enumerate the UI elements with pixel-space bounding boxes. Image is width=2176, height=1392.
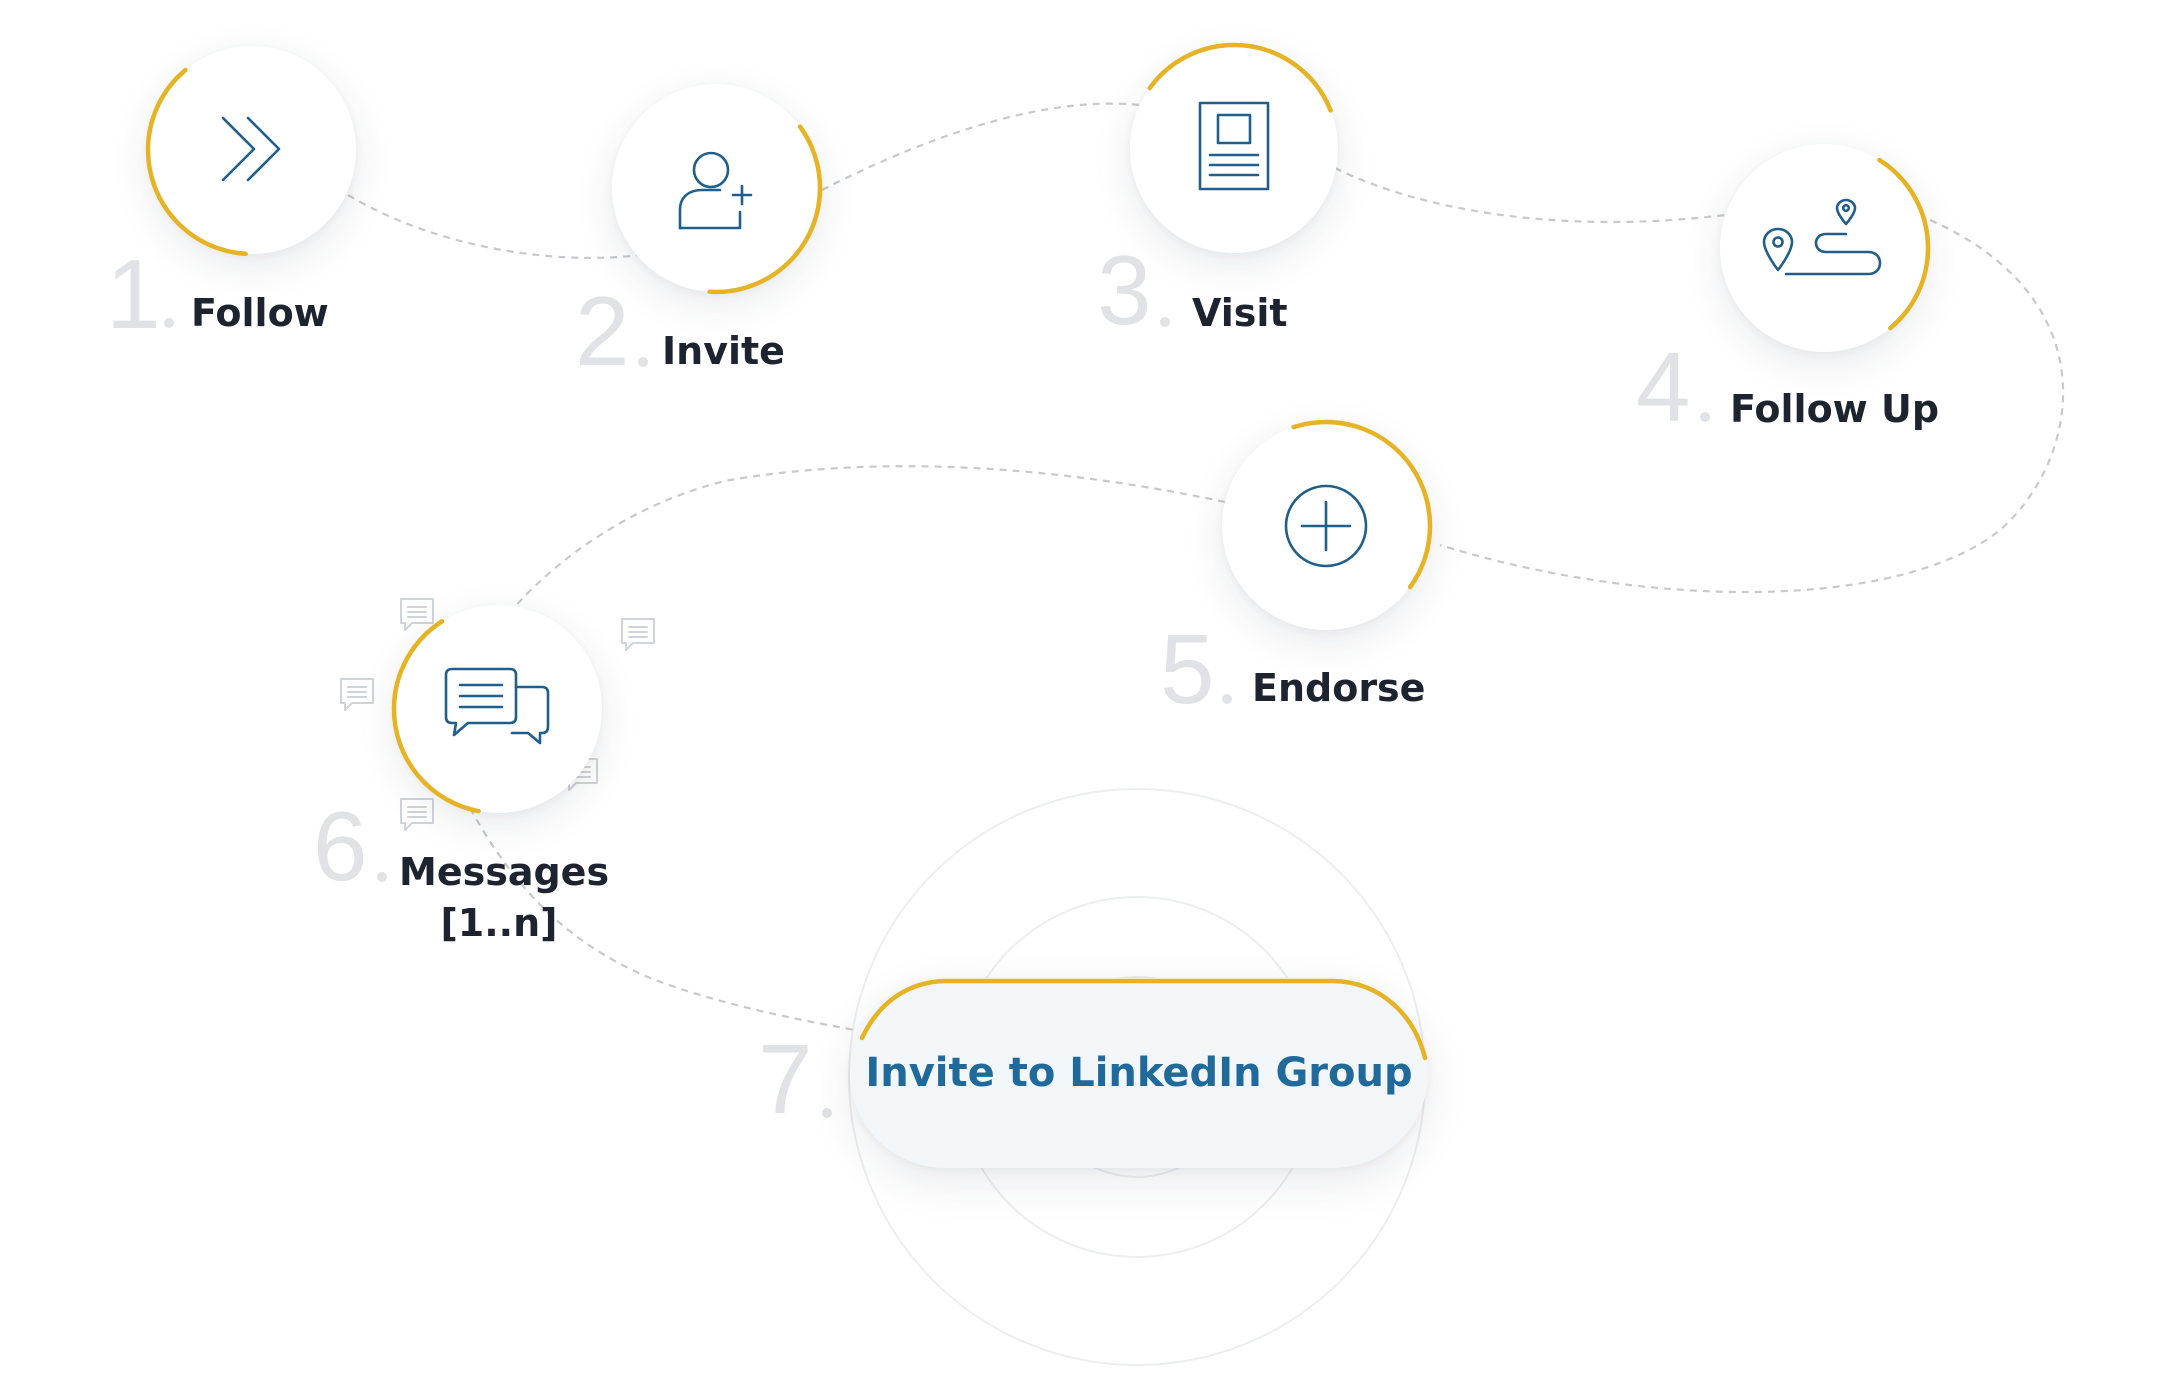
step-label: Follow Up <box>1730 387 1940 431</box>
step-number: 7 <box>758 1024 813 1134</box>
route-pins-icon <box>1762 198 1882 276</box>
plus-circle-icon <box>1284 484 1368 568</box>
step-number: 6 <box>313 791 368 901</box>
step-label: Visit <box>1192 291 1288 335</box>
step-label: Invite <box>662 329 785 373</box>
step-6-messages-node[interactable] <box>391 602 605 816</box>
connector-6-7 <box>469 807 856 1032</box>
step-number: 3 <box>1097 235 1152 345</box>
step-label: Messages [1..n] <box>399 847 610 950</box>
step-number-dot <box>1160 317 1170 327</box>
chat-bubble-decoration-icon <box>400 598 434 631</box>
step-number-dot <box>1700 412 1710 422</box>
step-2-invite-node[interactable] <box>609 81 823 295</box>
step-3-visit-node[interactable] <box>1127 42 1341 256</box>
step-label: Invite to LinkedIn Group <box>865 1050 1413 1096</box>
step-number: 5 <box>1160 614 1215 724</box>
step-label-line: [1..n] <box>440 901 558 946</box>
step-number-dot <box>638 357 648 367</box>
step-5-endorse-node[interactable] <box>1219 419 1433 633</box>
step-label: Endorse <box>1252 666 1426 710</box>
profile-document-icon <box>1198 101 1270 191</box>
accent-arc <box>609 81 823 295</box>
connector-5-6 <box>511 465 1226 611</box>
accent-arc <box>1219 419 1433 633</box>
chat-bubble-decoration-icon <box>400 798 434 831</box>
step-number-dot <box>822 1108 832 1118</box>
step-1-follow-node[interactable] <box>145 43 359 257</box>
connector-3-4 <box>1334 167 1726 224</box>
invite-to-linkedin-group-button[interactable]: Invite to LinkedIn Group <box>850 978 1428 1168</box>
accent-arc <box>391 602 605 816</box>
accent-arc <box>1127 42 1341 256</box>
step-label: Follow <box>191 291 329 335</box>
accent-arc <box>1717 141 1931 355</box>
double-chevron-right-icon <box>221 116 281 182</box>
chat-bubble-decoration-icon <box>621 618 655 651</box>
step-number-dot <box>164 318 174 328</box>
step-label-line: Messages <box>399 850 610 894</box>
accent-arc <box>859 978 1428 1061</box>
connector-1-2 <box>347 194 641 259</box>
chat-bubble-decoration-icon <box>340 678 374 711</box>
step-number: 1 <box>106 239 161 349</box>
add-user-icon <box>678 151 753 230</box>
step-number: 4 <box>1636 332 1691 442</box>
accent-arc <box>145 43 359 257</box>
step-4-follow-up-node[interactable] <box>1717 141 1931 355</box>
connector-4-5 <box>1439 218 2065 594</box>
chat-bubbles-icon <box>444 667 550 745</box>
connector-2-3 <box>821 102 1141 191</box>
step-number-dot <box>377 872 387 882</box>
step-number: 2 <box>575 276 630 386</box>
step-number-dot <box>1222 694 1232 704</box>
